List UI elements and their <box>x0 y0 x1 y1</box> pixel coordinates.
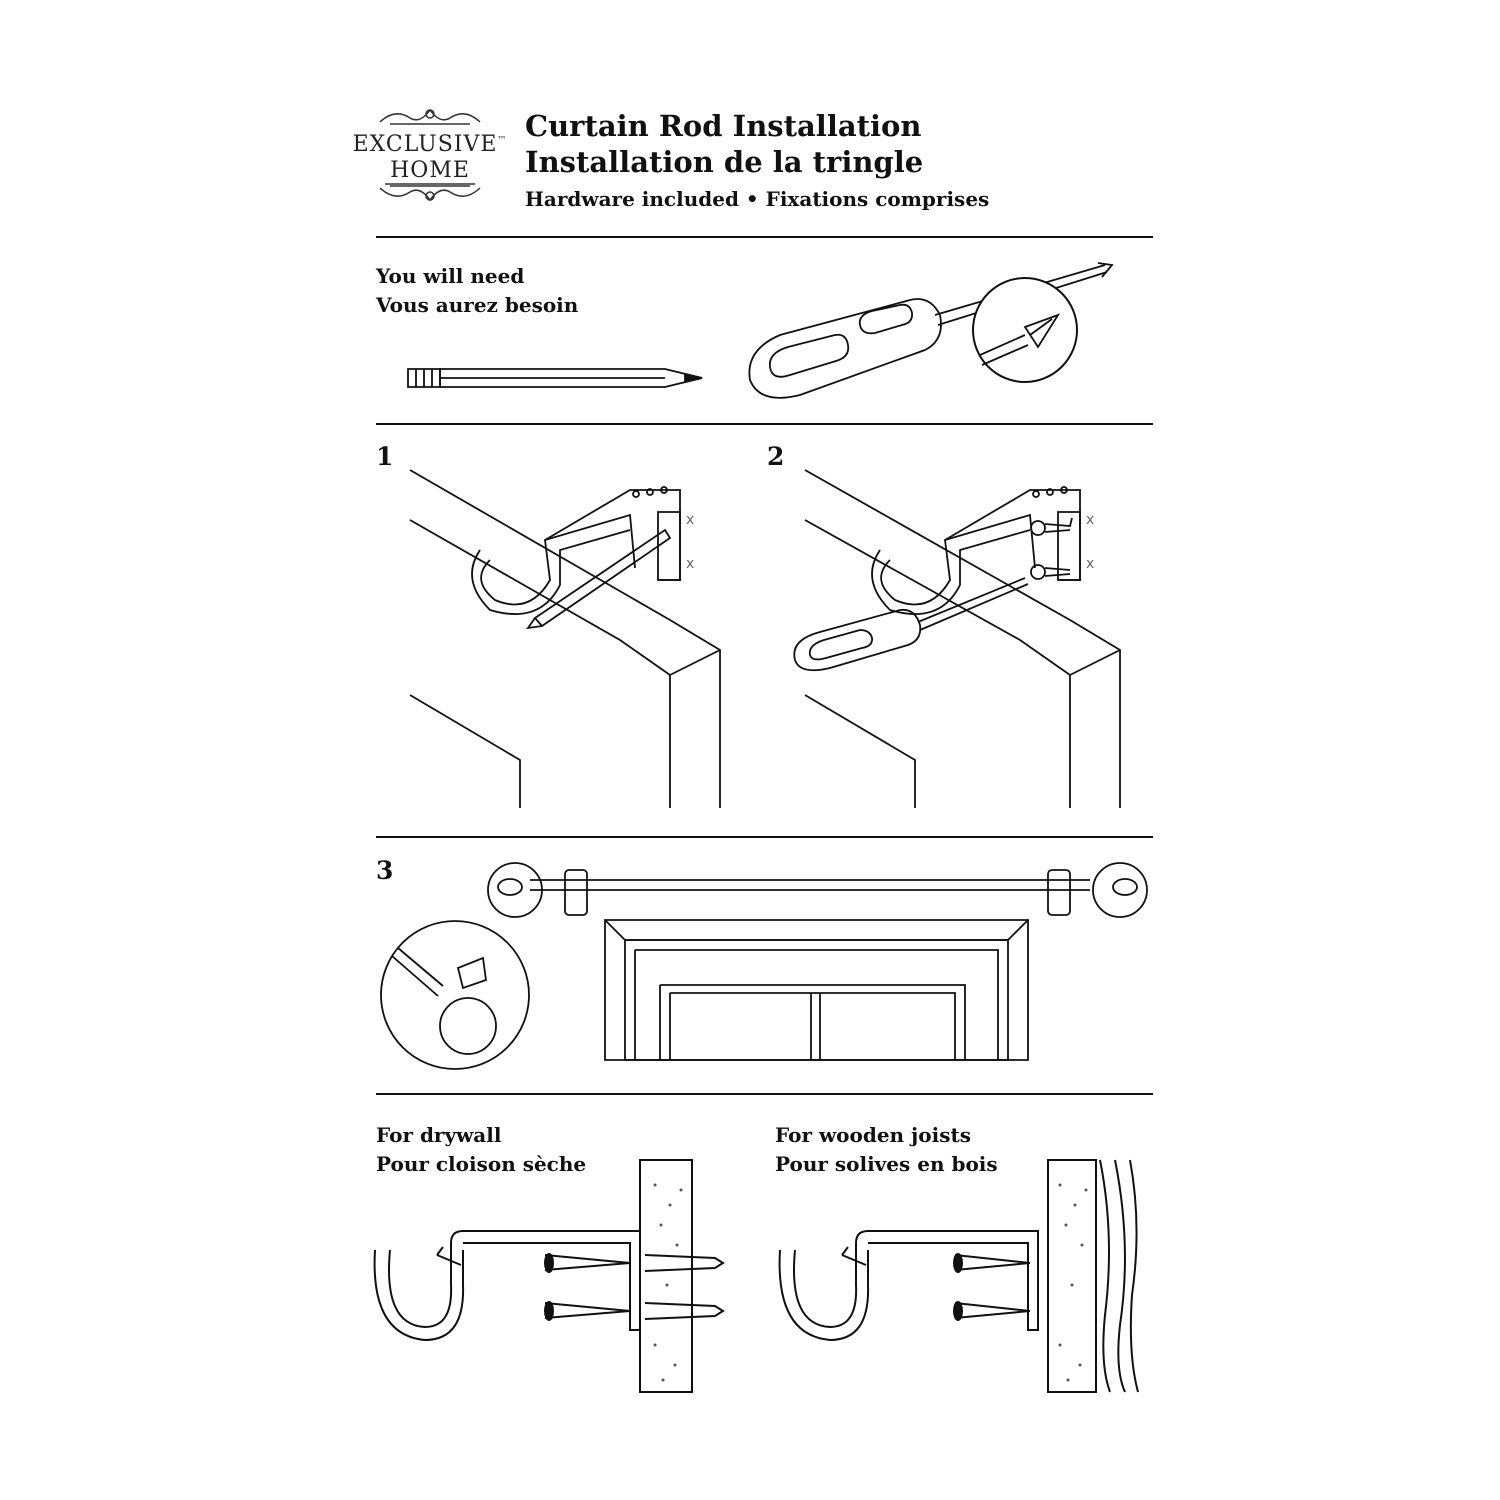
brand-line1: EXCLUSIVE <box>352 132 498 157</box>
mark-x-2: x <box>686 556 694 572</box>
mark-x-4: x <box>1086 556 1094 572</box>
wood-heading-fr: Pour solives en bois <box>775 1152 998 1176</box>
brand-line2: HOME <box>390 158 470 183</box>
step-number-1: 1 <box>376 442 394 471</box>
divider <box>376 423 1153 425</box>
brand-logo: EXCLUSIVE™ HOME <box>350 100 510 210</box>
page-title-en: Curtain Rod Installation <box>525 109 922 143</box>
tools-heading-en: You will need <box>376 264 525 288</box>
drywall-mounting-illustration <box>365 1155 735 1395</box>
ornament-icon <box>350 100 510 210</box>
drywall-heading-en: For drywall <box>376 1123 502 1147</box>
drywall-heading-fr: Pour cloison sèche <box>376 1152 587 1176</box>
step-number-2: 2 <box>767 442 785 471</box>
pencil-icon <box>400 360 710 400</box>
screwdriver-icon <box>740 255 1120 405</box>
mark-x-1: x <box>686 512 694 528</box>
tools-heading-fr: Vous aurez besoin <box>376 293 579 317</box>
divider <box>376 1093 1153 1095</box>
step1-illustration: x x <box>400 460 730 810</box>
mark-x-3: x <box>1086 512 1094 528</box>
divider <box>376 836 1153 838</box>
step-number-3: 3 <box>376 856 394 885</box>
phillips-tip-detail-icon <box>973 278 1077 382</box>
wood-joist-mounting-illustration <box>770 1155 1150 1395</box>
trademark: ™ <box>497 135 508 146</box>
finial-detail-icon <box>378 918 533 1073</box>
step2-illustration: x x <box>780 460 1130 810</box>
divider <box>376 236 1153 238</box>
wood-heading-en: For wooden joists <box>775 1123 971 1147</box>
page-title-fr: Installation de la tringle <box>525 145 924 179</box>
curtain-rod-illustration <box>470 855 1160 1065</box>
page-subtitle: Hardware included • Fixations comprises <box>525 187 990 211</box>
